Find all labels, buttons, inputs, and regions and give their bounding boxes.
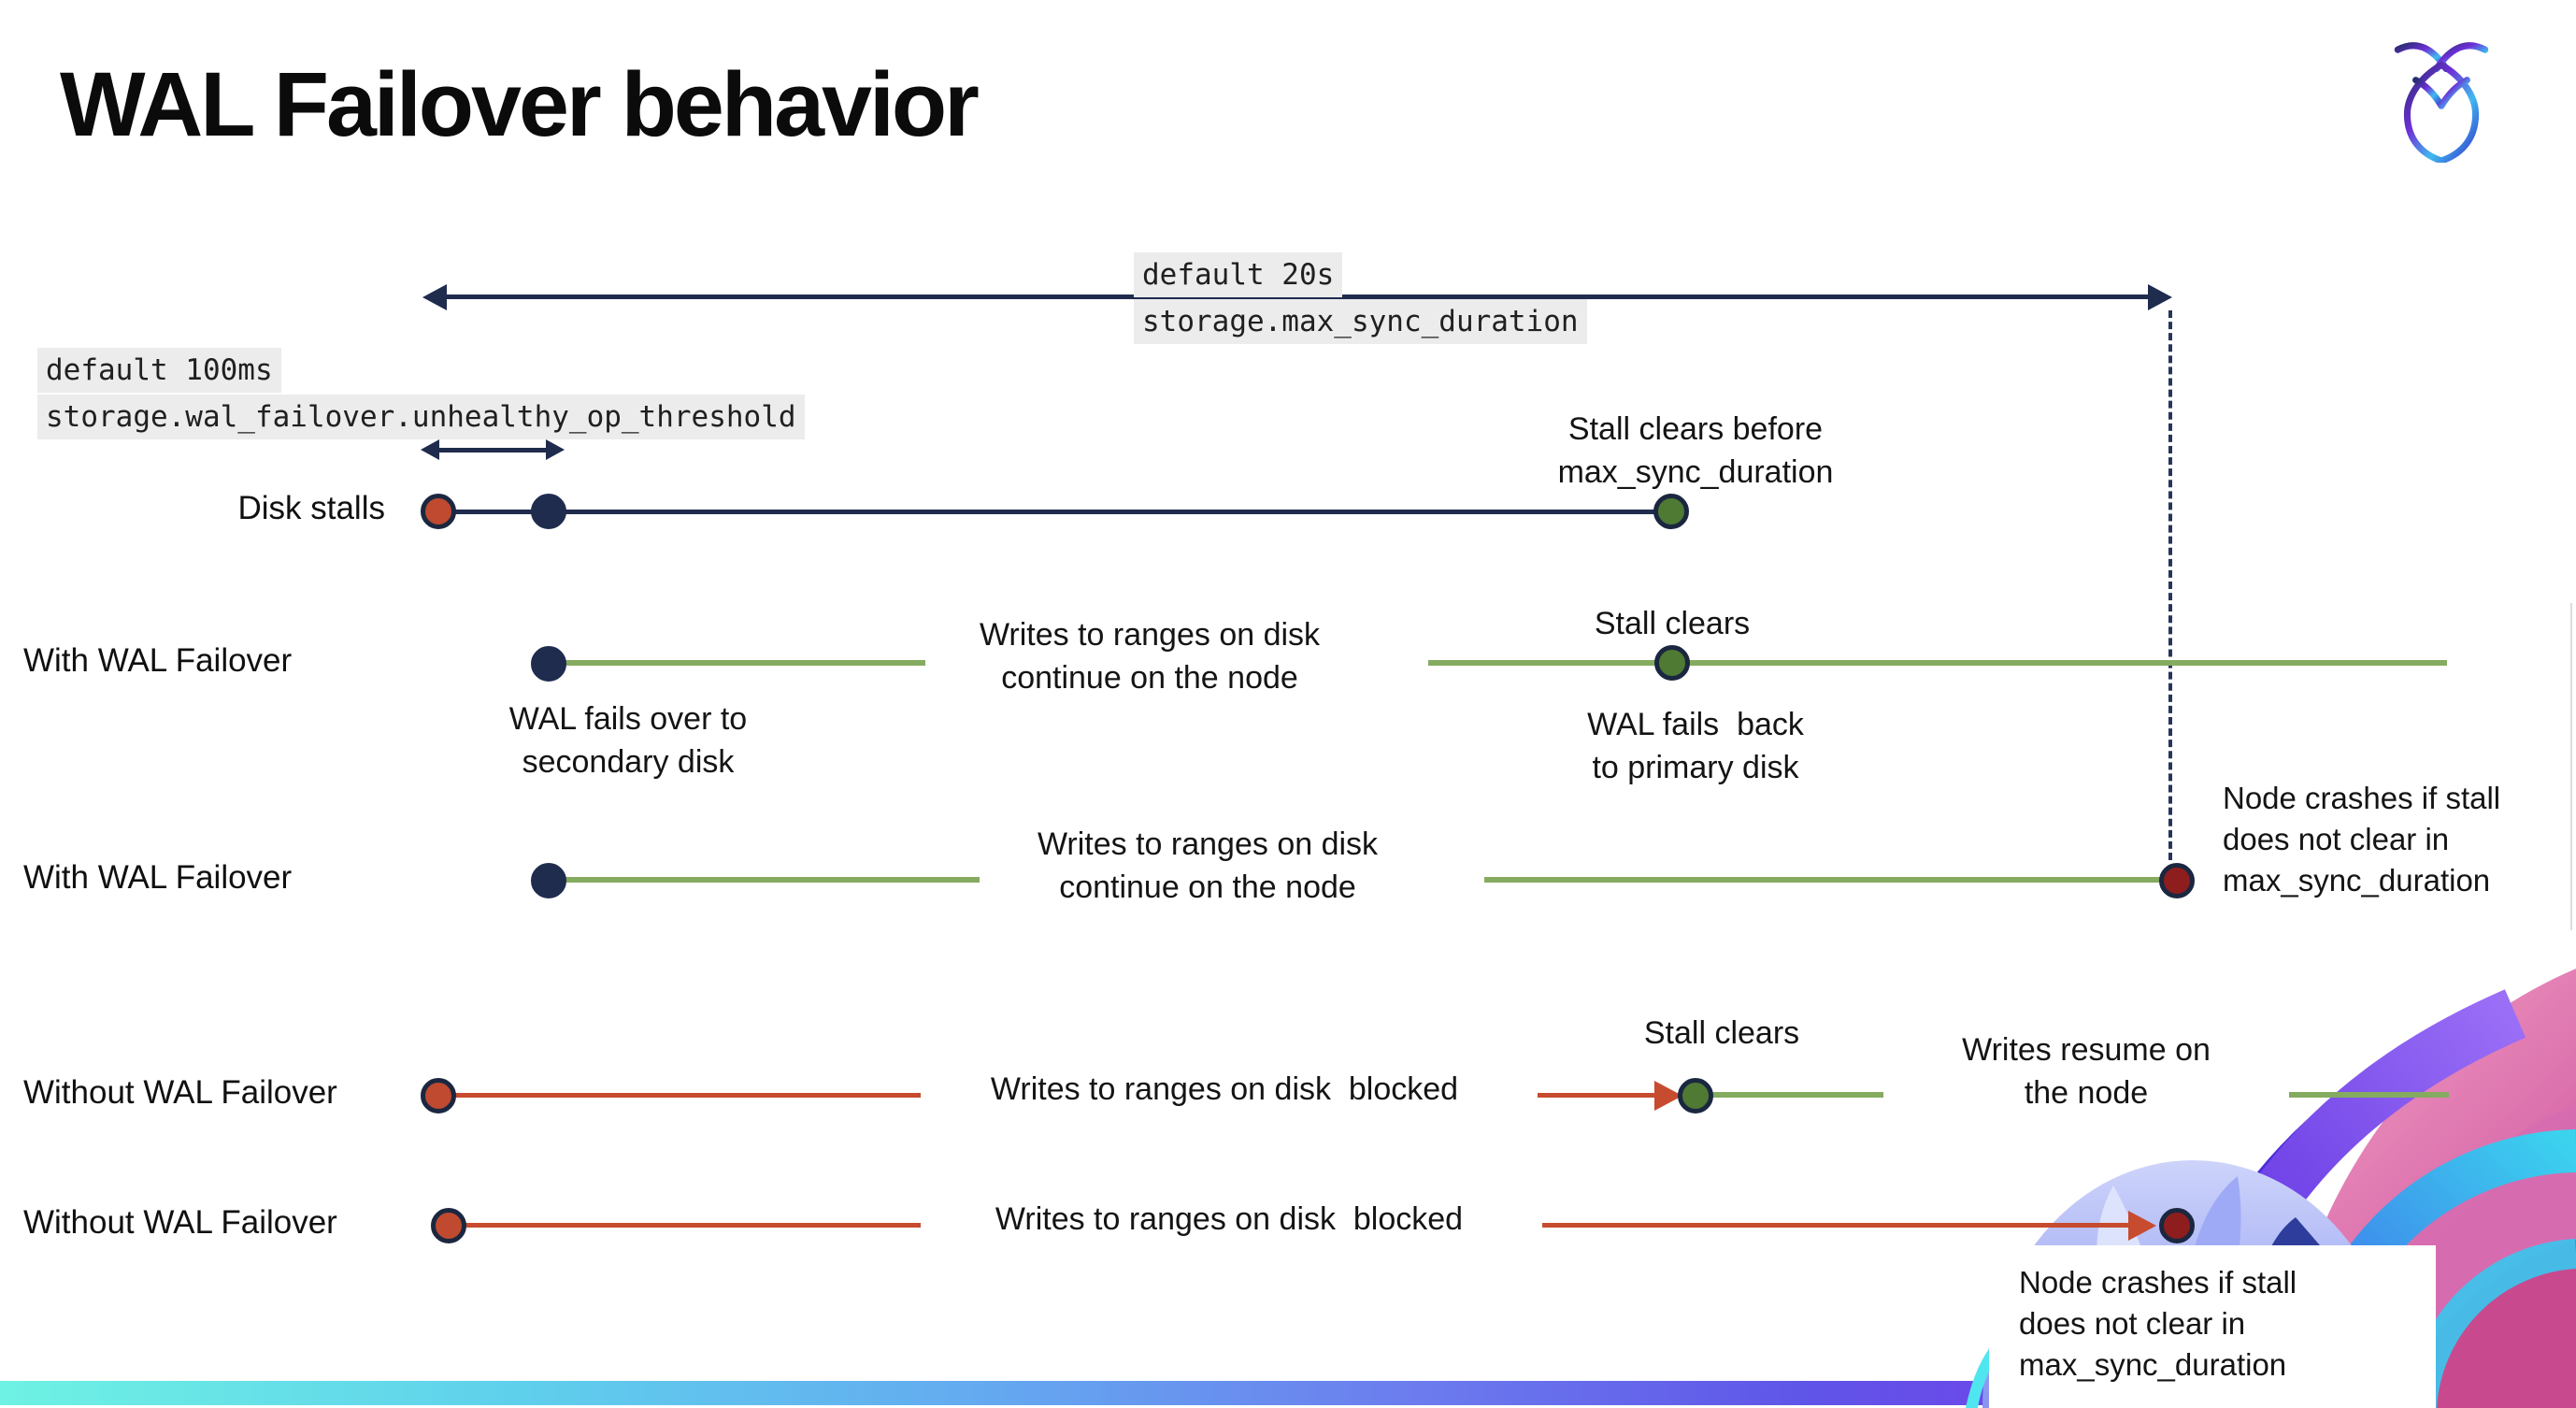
wal2-timeline-seg2 [1484,877,2177,883]
note-node-crashes-2: Node crashes if stall does not clear in … [2019,1265,2297,1382]
wal2-timeline-seg1 [561,877,980,883]
wal2-failover-dot [531,863,566,898]
small-arrowhead-right-icon [546,439,565,460]
stall-start-dot [421,494,456,529]
note-fails-back: WAL fails back to primary disk [1587,707,1804,785]
nowal1-stall-dot [421,1078,456,1113]
page-title: WAL Failover behavior [60,53,980,155]
nowal1-resume-seg2 [2289,1092,2449,1098]
callout-threshold-default: default 100ms [37,348,281,393]
wal1-timeline-seg2 [1428,660,2447,666]
note-fails-over: WAL fails over to secondary disk [508,701,748,780]
small-arrowhead-left-icon [421,439,439,460]
cockroachdb-logo-icon [2394,42,2489,163]
callout-max-sync-default: default 20s [1134,252,1343,297]
arrowhead-left-icon [422,284,447,310]
wal1-failback-dot [1654,645,1690,681]
wal2-crash-dot [2159,863,2195,898]
nowal1-clear-dot [1678,1078,1713,1113]
note-writes-continue-2: Writes to ranges on disk continue on the… [1037,826,1379,905]
row-label-without-wal-1: Without WAL Failover [23,1074,337,1111]
note-writes-blocked-2: Writes to ranges on disk blocked [995,1201,1464,1237]
disk-stall-timeline [438,510,1671,514]
row-label-disk-stalls: Disk stalls [237,490,385,526]
row-label-without-wal-2: Without WAL Failover [23,1204,337,1241]
nowal2-crash-dot [2159,1208,2195,1243]
wal1-failover-dot [531,646,566,682]
wal1-timeline-seg1 [561,660,925,666]
row-label-with-wal-1: With WAL Failover [23,642,293,679]
callout-max-sync-setting: storage.max_sync_duration [1134,299,1587,344]
note-writes-blocked-1: Writes to ranges on disk blocked [990,1071,1459,1107]
nowal1-resume-seg1 [1712,1092,1883,1098]
note-stall-clears-before: Stall clears before max_sync_duration [1557,411,1834,490]
red-arrowhead-2-icon [2128,1211,2156,1241]
arrowhead-right-icon [2148,284,2172,310]
note-node-crashes-1: Node crashes if stall does not clear in … [2223,781,2501,898]
nowal1-timeline-seg1 [438,1093,921,1098]
failover-point-dot [531,494,566,529]
max-sync-dashed-line [2168,310,2172,860]
row-label-with-wal-2: With WAL Failover [23,859,293,896]
note-stall-clears-2: Stall clears [1643,1015,1800,1051]
note-writes-resume: Writes resume on the node [1962,1032,2211,1111]
nowal2-timeline-seg1 [449,1223,921,1228]
note-stall-clears-1: Stall clears [1594,606,1751,641]
nowal1-timeline-seg2 [1538,1093,1659,1098]
textbox-edge-line [2570,603,2572,930]
nowal2-stall-dot [431,1208,466,1243]
stall-clear-dot [1653,494,1689,529]
callout-threshold-setting: storage.wal_failover.unhealthy_op_thresh… [37,395,805,439]
threshold-span-line [437,448,548,453]
nowal2-timeline-seg2 [1542,1223,2133,1228]
crash-note-panel [1989,1245,2436,1408]
note-writes-continue-1: Writes to ranges on disk continue on the… [979,617,1321,696]
